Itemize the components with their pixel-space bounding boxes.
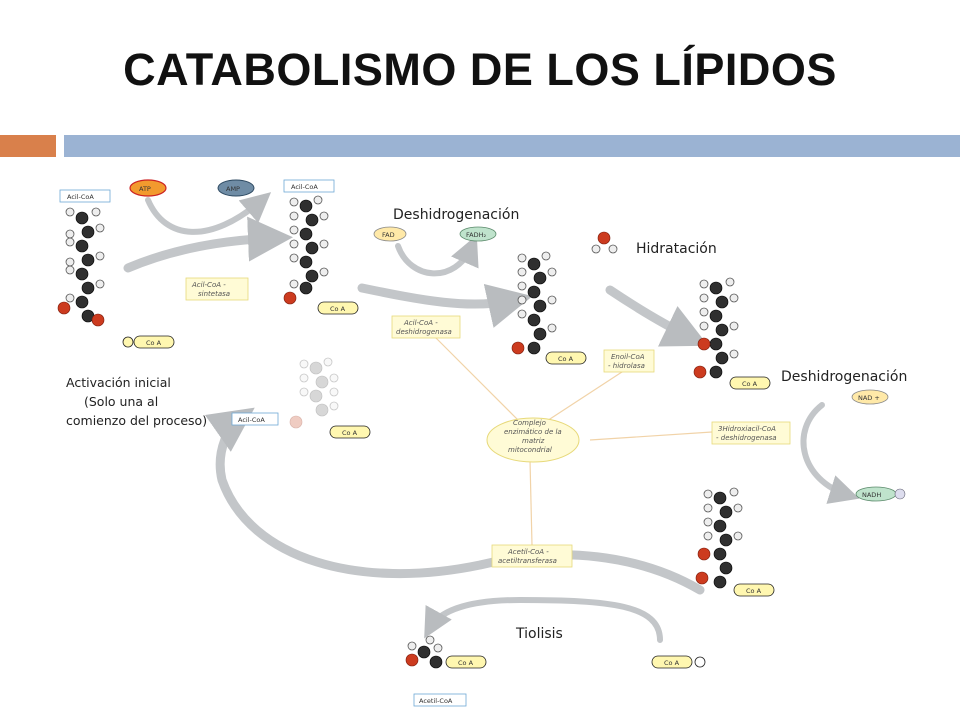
coa-capsule: Co A	[545, 351, 587, 365]
enzyme-synthetase: Acil-CoA - sintetasa	[185, 277, 249, 301]
enzyme-enoyl-hydrolase: Enoil-CoA - hidrolasa	[603, 349, 655, 373]
dehydro1-arrow	[357, 283, 533, 328]
svg-text:Co A: Co A	[746, 587, 762, 595]
step-hydration: Hidratación	[636, 241, 717, 257]
molecule-tags: Acil-CoA Acil-CoA Acil-CoA Acetil-CoA	[59, 179, 467, 707]
step-thiolysis: Tiolisis	[515, 626, 563, 642]
fad-arrow	[395, 235, 479, 277]
tag-acyl-coa-3: Acil-CoA	[231, 412, 279, 426]
nad-arrow	[800, 402, 860, 504]
svg-text:Co A: Co A	[342, 429, 358, 437]
molecule-acyl-coa-shortened	[289, 357, 339, 429]
coa-capsule: Co A	[729, 376, 771, 390]
water-molecule	[591, 231, 618, 254]
atp-oval: ATP	[129, 179, 167, 197]
svg-text:Complejo: Complejo	[513, 419, 546, 427]
molecule-acetyl-coa	[405, 635, 443, 669]
svg-text:Acetil-CoA: Acetil-CoA	[419, 697, 453, 705]
molecule-acyl-coa-1	[57, 207, 105, 327]
slide-title: CATABOLISMO DE LOS LÍPIDOS	[123, 44, 837, 95]
molecule-ketoacyl-coa	[695, 487, 743, 589]
svg-text:mitocondrial: mitocondrial	[508, 446, 552, 454]
accent-bar-left	[0, 135, 56, 157]
svg-text:sintetasa: sintetasa	[198, 290, 230, 298]
enzyme-complex: Complejo enzimático de la matriz mitocon…	[486, 417, 580, 463]
tag-acetyl-coa: Acetil-CoA	[413, 693, 467, 707]
svg-text:Co A: Co A	[330, 305, 346, 313]
return-arrow	[204, 407, 705, 595]
svg-text:Acil-CoA: Acil-CoA	[291, 183, 318, 191]
nad-oval: NAD +	[851, 389, 889, 405]
svg-text:Activación inicial: Activación inicial	[66, 375, 171, 390]
svg-text:Co A: Co A	[664, 659, 680, 667]
coa-capsule: Co A	[329, 425, 371, 439]
tag-acyl-coa-2: Acil-CoA	[283, 179, 335, 193]
svg-text:comienzo del proceso): comienzo del proceso)	[66, 413, 207, 428]
fadh2-oval: FADH₂	[459, 226, 497, 242]
nadh-oval: NADH	[855, 486, 906, 502]
svg-text:FAD: FAD	[382, 231, 395, 239]
svg-text:enzimático de la: enzimático de la	[504, 428, 562, 436]
coa-capsule: Co A	[445, 655, 487, 669]
coa-capsules: Co A Co A Co A Co A Co A Co A Co A	[122, 301, 775, 669]
svg-text:- deshidrogenasa: - deshidrogenasa	[716, 434, 777, 442]
svg-text:Acil-CoA: Acil-CoA	[67, 193, 94, 201]
svg-text:Enoil-CoA: Enoil-CoA	[611, 353, 645, 361]
svg-text:acetiltransferasa: acetiltransferasa	[498, 557, 557, 565]
svg-text:NAD +: NAD +	[858, 394, 880, 402]
coa-capsule: Co A	[122, 335, 175, 349]
molecule-acyl-coa-2	[283, 195, 329, 305]
cycle-arrows	[123, 192, 860, 643]
step-dehydrogenation-2: Deshidrogenación	[781, 369, 907, 385]
svg-text:3Hidroxiacil-CoA: 3Hidroxiacil-CoA	[718, 425, 776, 433]
enzyme-hydroxyacyl-dehydrogenase: 3Hidroxiacil-CoA - deshidrogenasa	[711, 421, 791, 445]
svg-text:Co A: Co A	[742, 380, 758, 388]
hydration-arrow	[605, 285, 709, 347]
svg-text:Co A: Co A	[458, 659, 474, 667]
thiolysis-arrow	[424, 596, 663, 643]
svg-text:(Solo una al: (Solo una al	[84, 394, 158, 409]
molecule-hydroxyacyl-coa	[693, 277, 739, 379]
enzyme-boxes: Acil-CoA - sintetasa Acil-CoA - deshidro…	[185, 277, 791, 568]
cofactors: ATP AMP FAD FADH₂ NAD + NADH	[129, 179, 906, 502]
svg-text:- hidrolasa: - hidrolasa	[608, 362, 645, 370]
molecule-enoyl-coa	[511, 251, 557, 355]
accent-bar	[64, 135, 960, 157]
svg-text:Co A: Co A	[146, 339, 162, 347]
coa-capsule: Co A	[651, 655, 706, 669]
svg-text:AMP: AMP	[226, 185, 240, 193]
svg-text:FADH₂: FADH₂	[466, 231, 486, 239]
coa-capsule: Co A	[733, 583, 775, 597]
tag-acyl-coa-1: Acil-CoA	[59, 189, 111, 203]
coa-capsule: Co A	[317, 301, 359, 315]
activation-note: Activación inicial (Solo una al comienzo…	[66, 375, 207, 428]
fad-oval: FAD	[373, 226, 407, 242]
amp-oval: AMP	[217, 179, 255, 197]
svg-text:Acil-CoA -: Acil-CoA -	[403, 319, 438, 327]
svg-text:Acetil-CoA -: Acetil-CoA -	[507, 548, 549, 556]
svg-text:NADH: NADH	[862, 491, 881, 499]
activation-arrow	[123, 216, 293, 273]
svg-text:deshidrogenasa: deshidrogenasa	[396, 328, 452, 336]
step-dehydrogenation-1: Deshidrogenación	[393, 207, 519, 223]
enzyme-acetyltransferase: Acetil-CoA - acetiltransferasa	[491, 544, 573, 568]
enzyme-acyl-dehydrogenase: Acil-CoA - deshidrogenasa	[391, 315, 461, 339]
svg-text:matriz: matriz	[522, 437, 545, 445]
svg-text:Acil-CoA -: Acil-CoA -	[191, 281, 226, 289]
beta-oxidation-diagram: Co A Co A Co A Co A Co A Co A Co A	[57, 179, 907, 707]
svg-text:Co A: Co A	[558, 355, 574, 363]
svg-text:ATP: ATP	[139, 185, 151, 193]
atp-amp-arrow	[145, 192, 272, 235]
svg-text:Acil-CoA: Acil-CoA	[238, 416, 265, 424]
